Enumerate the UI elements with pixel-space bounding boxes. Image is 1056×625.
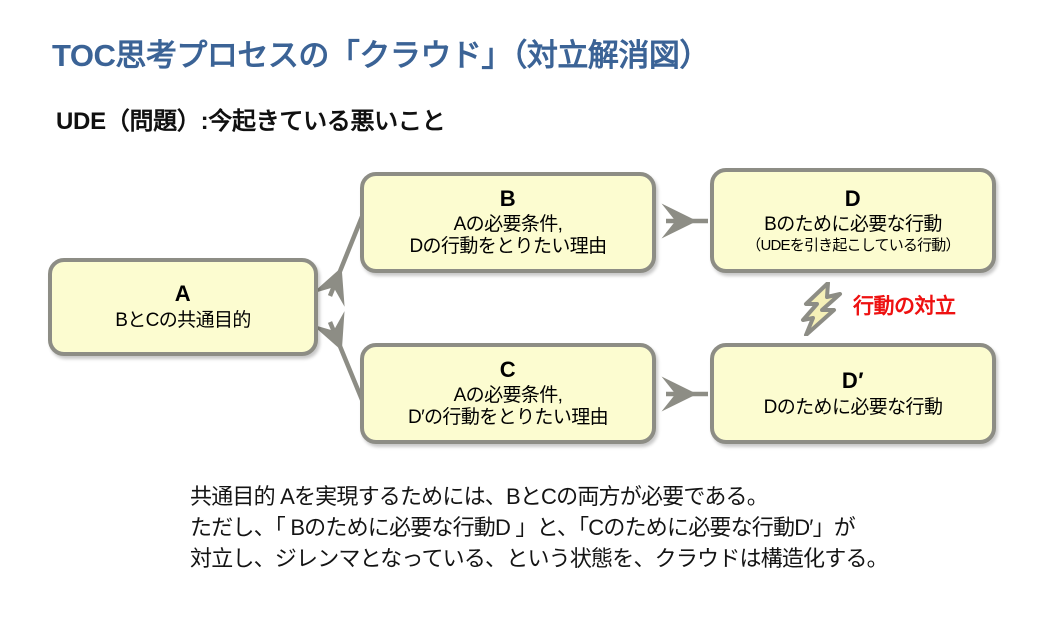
node-c-line-1: Aの必要条件,: [453, 385, 563, 407]
node-b-line-1: Aの必要条件,: [453, 214, 563, 236]
node-a-line-1: BとCの共通目的: [115, 310, 251, 332]
node-c-key: C: [499, 357, 517, 383]
node-c-line-2: D′の行動をとりたい理由: [407, 407, 609, 429]
node-d-line-1: Bのために必要な行動: [764, 214, 942, 236]
node-b-key: B: [499, 186, 517, 212]
node-c[interactable]: C Aの必要条件, D′の行動をとりたい理由: [360, 343, 656, 444]
caption: 共通目的 Aを実現するためには、BとCの両方が必要である。 ただし、「 Bのため…: [190, 481, 889, 575]
node-dprime[interactable]: D′ Dのために必要な行動: [710, 343, 996, 444]
node-d-key: D: [844, 186, 862, 212]
node-a[interactable]: A BとCの共通目的: [48, 258, 318, 356]
lightning-bolt-icon: [801, 282, 842, 336]
caption-line-1: 共通目的 Aを実現するためには、BとCの両方が必要である。: [190, 484, 769, 509]
conflict-label: 行動の対立: [853, 295, 956, 318]
node-dprime-line-1: Dのために必要な行動: [763, 396, 943, 418]
node-b[interactable]: B Aの必要条件, Dの行動をとりたい理由: [360, 172, 656, 273]
node-dprime-key: D′: [841, 367, 865, 393]
page-title: TOC思考プロセスの「クラウド」（対立解消図）: [52, 38, 710, 73]
node-a-key: A: [174, 281, 192, 307]
subtitle: UDE（問題）:今起きている悪いこと: [56, 108, 446, 135]
node-d-note: （UDEを引き起こしている行動）: [746, 236, 960, 254]
caption-line-2: ただし、「 Bのために必要な行動D 」と、「Cのために必要な行動D′」が: [190, 515, 856, 541]
node-b-line-2: Dの行動をとりたい理由: [409, 236, 607, 258]
node-d[interactable]: D Bのために必要な行動 （UDEを引き起こしている行動）: [710, 168, 996, 273]
caption-line-3: 対立し、ジレンマとなっている、という状態を、クラウドは構造化する。: [190, 546, 889, 572]
